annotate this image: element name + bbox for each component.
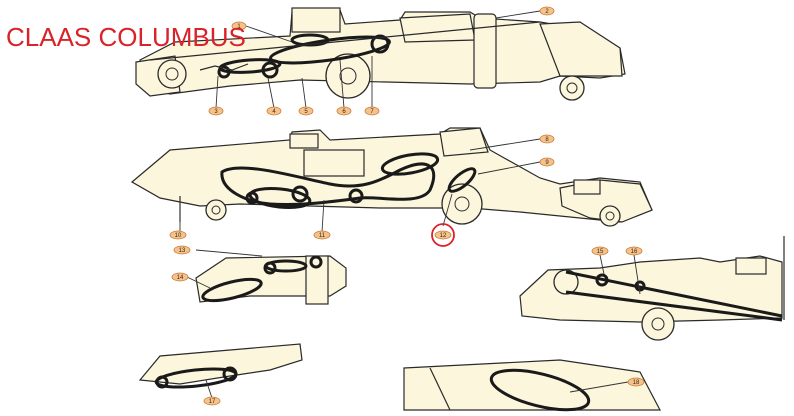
callout-6: 6 — [336, 106, 352, 116]
svg-text:16: 16 — [631, 249, 638, 255]
callout-14: 14 — [171, 272, 189, 282]
callout-11: 11 — [313, 230, 331, 240]
svg-text:2: 2 — [545, 9, 549, 15]
svg-text:3: 3 — [214, 109, 218, 115]
detail-view-13-14 — [186, 249, 347, 305]
combine-view-right-side — [130, 127, 653, 227]
svg-text:7: 7 — [370, 109, 374, 115]
callout-7: 7 — [364, 106, 380, 116]
svg-text:15: 15 — [597, 249, 604, 255]
view1-leaders — [215, 10, 541, 109]
combine-view-left-side — [135, 7, 626, 101]
svg-text:4: 4 — [272, 109, 276, 115]
svg-text:10: 10 — [175, 233, 182, 239]
svg-text:17: 17 — [209, 399, 216, 405]
detail-view-18 — [403, 359, 661, 412]
highlight-ring — [431, 223, 455, 247]
callout-3: 3 — [208, 106, 224, 116]
callout-15: 15 — [591, 246, 609, 256]
callout-12-highlighted: 12 — [431, 223, 455, 247]
svg-text:6: 6 — [342, 109, 346, 115]
svg-text:1: 1 — [237, 24, 241, 30]
callout-5: 5 — [298, 106, 314, 116]
callout-2: 2 — [539, 6, 555, 16]
svg-text:9: 9 — [545, 160, 549, 166]
callout-16: 16 — [625, 246, 643, 256]
callout-4: 4 — [266, 106, 282, 116]
callout-17: 17 — [203, 396, 221, 406]
callout-8: 8 — [539, 134, 555, 144]
svg-text:18: 18 — [633, 380, 640, 386]
callout-10: 10 — [169, 230, 187, 240]
detail-view-15-16 — [519, 236, 785, 341]
callout-1: 1 — [231, 21, 247, 31]
view2-leaders — [179, 138, 541, 233]
svg-text:13: 13 — [179, 248, 186, 254]
svg-text:14: 14 — [177, 275, 184, 281]
callout-9: 9 — [539, 157, 555, 167]
svg-text:5: 5 — [304, 109, 308, 115]
page-title: CLAAS COLUMBUS — [6, 22, 246, 52]
detail-view-17 — [138, 343, 303, 399]
svg-text:8: 8 — [545, 137, 549, 143]
callout-13: 13 — [173, 245, 191, 255]
svg-text:12: 12 — [440, 233, 447, 239]
svg-text:11: 11 — [319, 233, 326, 239]
callout-18: 18 — [627, 377, 645, 387]
